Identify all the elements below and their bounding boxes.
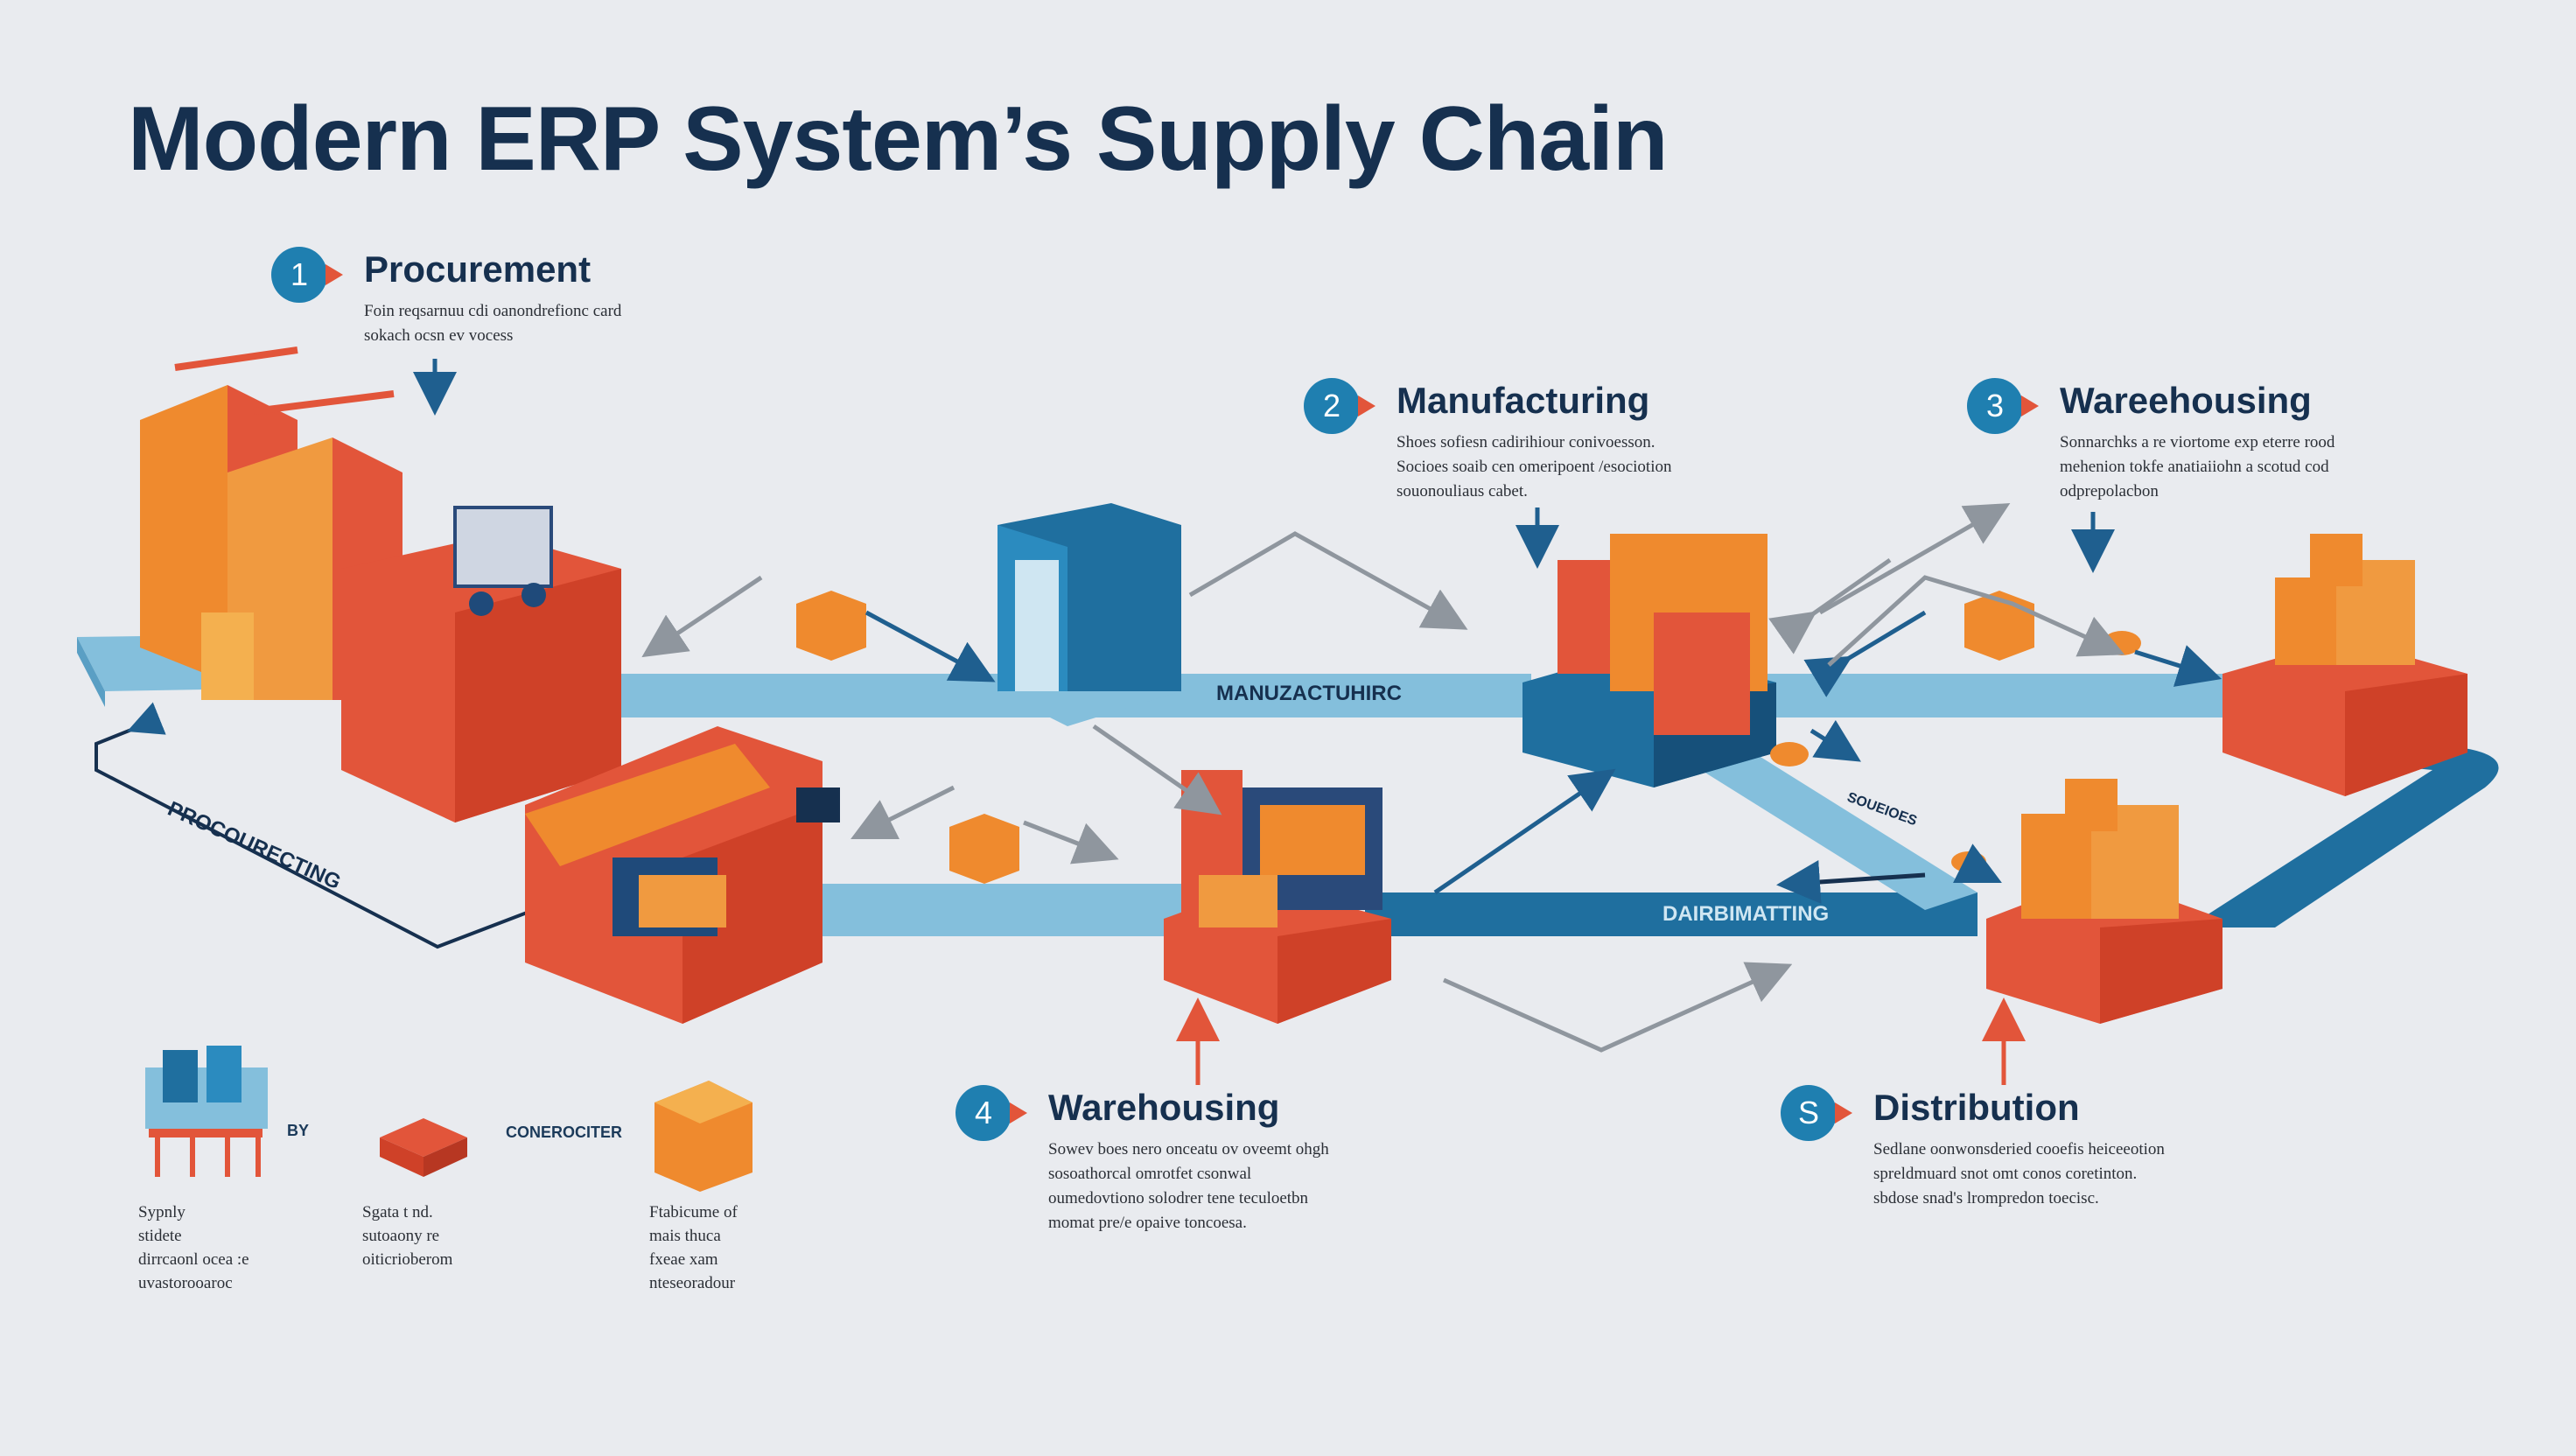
legend-icons: [145, 1046, 752, 1192]
badge-pointer-icon: [2021, 396, 2039, 416]
step-heading: Manufacturing: [1396, 380, 1650, 421]
step-pointer-arrows: [413, 359, 2115, 1085]
step-heading: Warehousing: [1048, 1087, 1280, 1128]
step-description: Sonnarchks a re viortome exp eterre rood…: [2060, 433, 2335, 500]
step-number-badge: 4: [956, 1085, 1012, 1141]
step-number-badge: 1: [271, 247, 327, 303]
flow-label-manufacturing: MANUZACTUHIRC: [1216, 682, 1402, 705]
step-description: Shoes sofiesn cadirihiour conivoesson. S…: [1396, 433, 1672, 500]
step-heading: Procurement: [364, 248, 592, 290]
badge-pointer-icon: [1835, 1102, 1852, 1124]
legend-connector-label: CONEROCITER: [506, 1124, 623, 1141]
legend-item-text: Sypnly stidete dirrcaonl ocea :e uvastor…: [138, 1203, 249, 1292]
step-number-badge: 2: [1304, 378, 1360, 434]
legend-item-text: Sgata t nd. sutoaony re oiticrioberom: [362, 1203, 453, 1269]
manufacturing-building: [998, 503, 1181, 726]
step-number-badge: 3: [1967, 378, 2023, 434]
legend-item-text: Ftabicume of mais thuca fxeae xam nteseo…: [649, 1203, 738, 1292]
legend-by-label: BY: [287, 1122, 310, 1139]
central-warehouse-block: [1164, 770, 1391, 1024]
step-description: Foin reqsarnuu cdi oanondrefionc card so…: [364, 302, 622, 345]
flow-arrows: [641, 503, 2222, 1053]
badge-pointer-icon: [326, 264, 343, 285]
page-title: Modern ERP System’s Supply Chain: [128, 88, 1669, 190]
warehousing-block: [2222, 534, 2468, 796]
step-description: Sowev boes nero onceatu ov oveemt ohgh s…: [1048, 1140, 1329, 1232]
procurement-buildings: [140, 346, 621, 822]
badge-pointer-icon: [1358, 396, 1376, 416]
distribution-block: [1986, 779, 2222, 1024]
procurement-loop-arrow: [94, 702, 535, 949]
flow-label-distribution: DAIRBIMATTING: [1662, 902, 1829, 926]
step-description: Sedlane oonwonsderied cooefis heiceeotio…: [1873, 1140, 2165, 1208]
manufacturing-machine-block: [1522, 534, 1776, 788]
step-number-badge: S: [1781, 1085, 1837, 1141]
flow-label-procurement: PROCOURECTING: [164, 797, 345, 894]
step-heading: Distribution: [1873, 1087, 2080, 1128]
warehouse-cargo-block: [525, 726, 840, 1024]
badge-pointer-icon: [1010, 1102, 1027, 1124]
step-heading: Wareehousing: [2060, 380, 2312, 421]
